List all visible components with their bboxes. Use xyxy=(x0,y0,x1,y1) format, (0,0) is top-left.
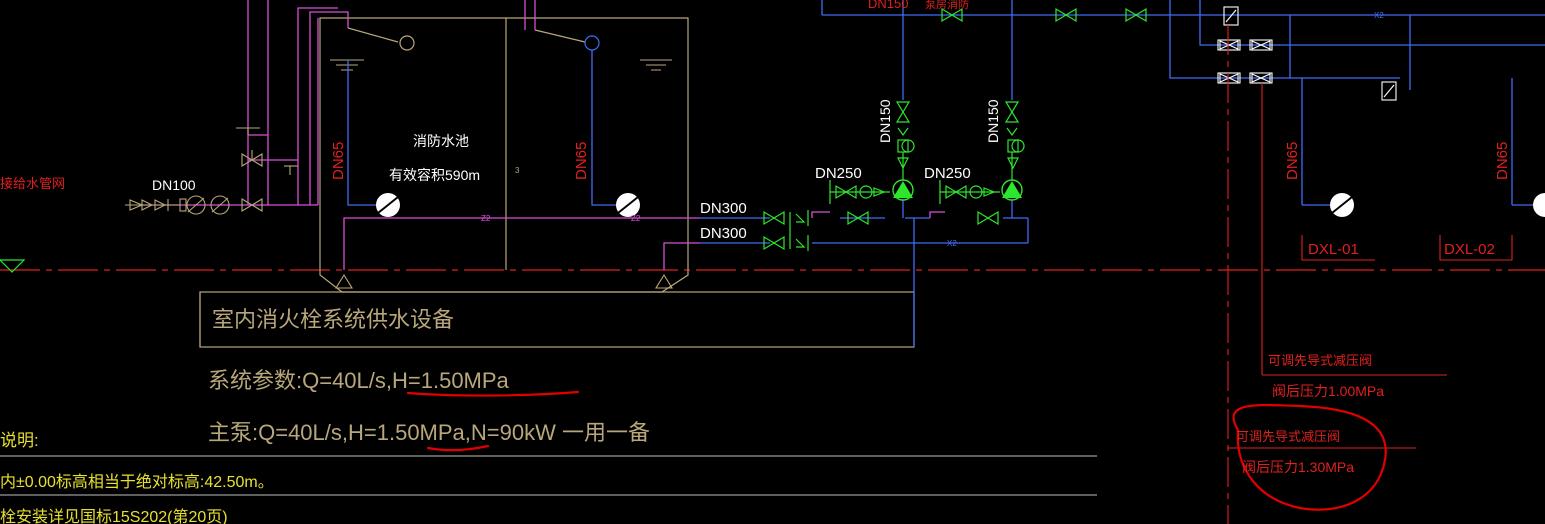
label-dn150-v1: DN150 xyxy=(877,99,893,143)
label-dn150-v2: DN150 xyxy=(985,99,1001,143)
water-level-symbols xyxy=(330,59,672,71)
level-marker-icon xyxy=(0,259,26,273)
label-dn300-a: DN300 xyxy=(700,200,747,217)
label-dn150-top-suffix: 泵房消防 xyxy=(925,0,969,11)
label-dn65-r2: DN65 xyxy=(1494,142,1511,180)
equipment-params: 系统参数:Q=40L/s,H=1.50MPa xyxy=(208,368,510,393)
fire-pool xyxy=(199,17,915,348)
valve-group xyxy=(763,7,1147,251)
pressure-gauge-icon xyxy=(376,193,1545,217)
notes-line-1: 内±0.00标高相当于绝对标高:42.50m。 xyxy=(0,473,274,491)
label-x2-a: X2 xyxy=(947,239,957,248)
inflow-pipes xyxy=(140,0,945,270)
label-pool-capacity: 有效容积590m xyxy=(389,167,480,183)
label-z2-a: Z2 xyxy=(481,214,491,223)
diagram-labels: DN150 泵房消防 接给水管网 DN100 DN65 DN65 消防水池 有效… xyxy=(0,0,1511,524)
label-dn65-left: DN65 xyxy=(330,142,347,180)
equipment-title: 室内消火栓系统供水设备 xyxy=(212,307,454,332)
highlight-annotations xyxy=(406,390,1387,511)
label-water-supply-net: 接给水管网 xyxy=(0,176,65,191)
label-dn65-r1: DN65 xyxy=(1284,142,1301,180)
label-dn250-a: DN250 xyxy=(815,165,862,182)
label-valve-note-2a: 可调先导式减压阀 xyxy=(1236,429,1340,444)
label-x2-b: X2 xyxy=(1374,11,1384,20)
label-dn250-b: DN250 xyxy=(924,165,971,182)
label-dn65-mid: DN65 xyxy=(573,142,590,180)
leader-lines xyxy=(1227,25,1513,524)
label-dn100: DN100 xyxy=(152,177,196,193)
label-dxl-01: DXL-01 xyxy=(1308,241,1359,258)
equipment-main-pump: 主泵:Q=40L/s,H=1.50MPa,N=90kW 一用一备 xyxy=(208,420,650,445)
label-dn300-b: DN300 xyxy=(700,225,747,242)
label-dxl-02: DXL-02 xyxy=(1444,241,1495,258)
label-pool-mark: 3 xyxy=(515,166,520,175)
notes-line-2: 栓安装详见国标15S202(第20页) xyxy=(0,508,228,524)
float-valve-icon xyxy=(347,27,586,51)
label-valve-note-2b: 阀后压力1.30MPa xyxy=(1242,459,1354,475)
label-pool-name: 消防水池 xyxy=(413,133,469,149)
label-z2-b: Z2 xyxy=(631,214,641,223)
fire-pump-icon xyxy=(892,179,1023,201)
pressure-reducing-valve-icon xyxy=(1217,6,1397,101)
label-valve-note-1b: 阀后压力1.00MPa xyxy=(1272,383,1384,399)
notes-separators xyxy=(0,455,1097,496)
label-dn150-top: DN150 xyxy=(868,0,908,11)
float-ball-icon xyxy=(584,35,600,51)
notes-heading: 说明: xyxy=(0,431,39,450)
drain-icon xyxy=(335,273,673,289)
label-valve-note-1a: 可调先导式减压阀 xyxy=(1268,353,1372,368)
inlet-valve-group xyxy=(125,127,298,215)
